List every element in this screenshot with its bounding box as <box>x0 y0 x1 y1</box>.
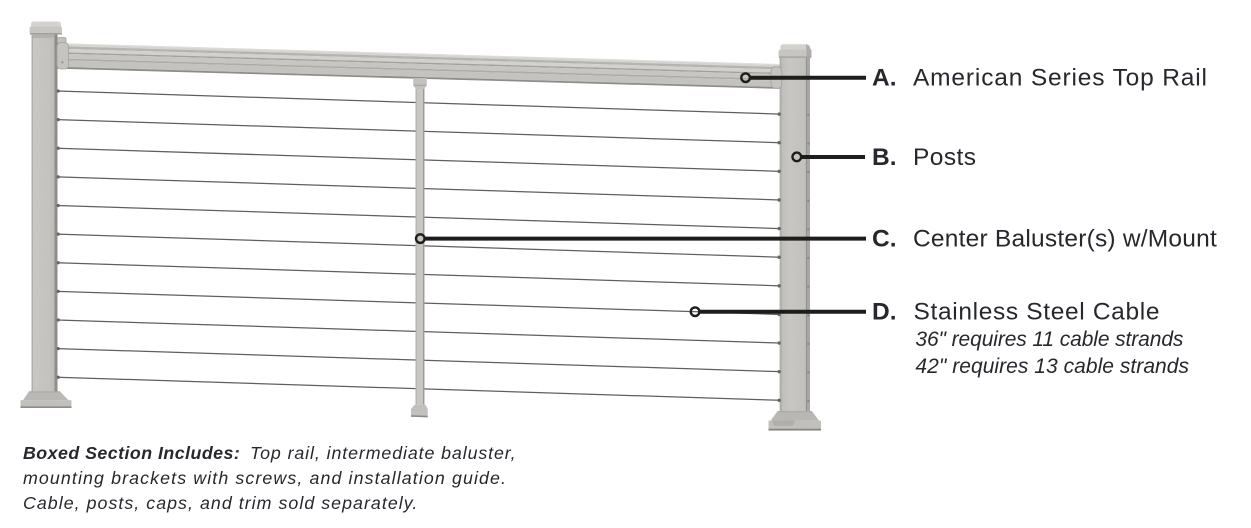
svg-text:Boxed Section Includes:: Boxed Section Includes: <box>23 443 240 463</box>
svg-text:Cable, posts, caps, and trim s: Cable, posts, caps, and trim sold separa… <box>23 493 417 513</box>
svg-text:Center Baluster(s) w/Mount: Center Baluster(s) w/Mount <box>913 225 1217 252</box>
svg-text:Top rail, intermediate baluste: Top rail, intermediate baluster, <box>250 443 516 463</box>
svg-text:D.: D. <box>872 299 897 326</box>
svg-text:36" requires 11 cable strands: 36" requires 11 cable strands <box>915 328 1184 351</box>
svg-text:C.: C. <box>872 225 897 252</box>
svg-text:A.: A. <box>872 65 897 92</box>
svg-text:Posts: Posts <box>913 144 976 171</box>
svg-text:B.: B. <box>872 144 897 171</box>
svg-text:American Series Top Rail: American Series Top Rail <box>913 65 1207 92</box>
svg-text:mounting brackets with screws,: mounting brackets with screws, and insta… <box>23 468 506 488</box>
svg-text:42" requires 13 cable strands: 42" requires 13 cable strands <box>915 355 1189 378</box>
svg-text:Stainless Steel Cable: Stainless Steel Cable <box>914 299 1160 326</box>
